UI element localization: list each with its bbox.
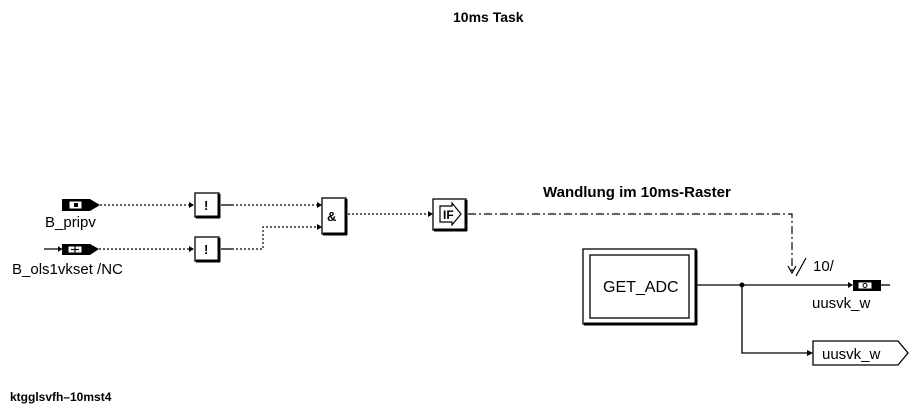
diagram-title: 10ms Task [453, 9, 524, 25]
get-adc-block[interactable]: GET_ADC [582, 248, 698, 326]
svg-text:!: ! [204, 242, 208, 257]
if-block[interactable]: IF [432, 198, 468, 232]
input-port-b-pripv[interactable] [62, 199, 100, 211]
svg-text:!: ! [204, 198, 208, 213]
message-output-uusvk-w[interactable]: uusvk_w [812, 340, 909, 366]
output-port-uusvk-w[interactable] [853, 280, 890, 291]
not-block-2[interactable]: ! [194, 236, 221, 263]
input-label-b-ols1vkset: B_ols1vkset /NC [12, 261, 123, 278]
rate-marker [795, 257, 807, 277]
svg-text:IF: IF [443, 208, 454, 222]
message-output-label: uusvk_w [822, 346, 881, 363]
control-line [468, 213, 793, 273]
signal-line [232, 226, 320, 250]
input-port-b-ols1vkset[interactable] [44, 244, 99, 255]
input-label-b-pripv: B_pripv [45, 214, 96, 231]
rate-label: 10/ [813, 258, 835, 275]
and-block[interactable]: & [321, 197, 348, 236]
get-adc-label: GET_ADC [603, 279, 679, 296]
not-block-1[interactable]: ! [194, 192, 221, 219]
condition-label: Wandlung im 10ms-Raster [543, 184, 731, 201]
diagram-id-footer: ktgglsvfh–10mst4 [10, 390, 112, 404]
svg-text:&: & [327, 209, 336, 224]
output-line [741, 285, 811, 354]
output-label-uusvk-w: uusvk_w [812, 295, 871, 312]
